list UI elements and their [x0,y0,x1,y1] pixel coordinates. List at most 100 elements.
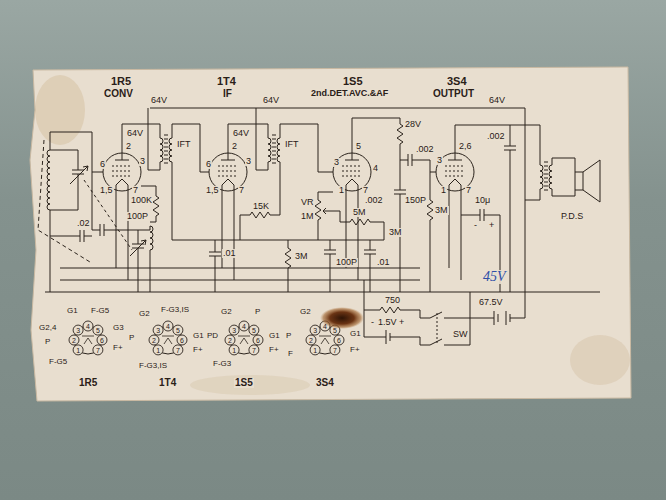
component-label: 4 [372,164,379,173]
pin-number: 3 [313,327,317,334]
component-label: 64V [150,96,168,105]
tube-label: IF [222,89,233,99]
component-label: VR [300,198,315,207]
pin-number: 3 [76,327,80,334]
component-label: 3 [436,156,443,165]
capacitor [394,160,406,292]
pin-number: 1 [76,346,80,353]
component-label: G2 [299,308,312,316]
component-label: 5M [352,208,367,217]
component-label: 64V [262,96,280,105]
component-label: 64V [488,96,506,105]
pin-number: 1 [313,346,317,353]
tube-label: CONV [103,89,134,99]
pin-number: 4 [86,323,90,330]
component-label: .01 [222,249,237,258]
component-label: P.D.S [560,212,584,221]
component-label: F+ [349,346,361,354]
component-label: 100P [335,258,358,267]
pin-number: 7 [176,346,180,353]
ift-secondary [169,138,384,240]
component-label: 100P [126,212,149,221]
volume-control [315,192,333,240]
burn-mark [320,307,364,329]
component-label: G2 [138,310,151,318]
component-label: 750 [384,296,401,305]
component-label: 3 [245,157,252,166]
component-label: P [44,338,51,346]
component-label: F-G3,IS [160,306,190,314]
component-label: P [254,308,261,316]
resistor-symbol [427,172,433,292]
component-label: P [285,332,292,340]
component-label: .02 [76,219,91,228]
component-label: 1M [300,212,315,221]
capacitor [504,125,516,292]
paper-sheet [30,67,631,401]
component-label: 2,6 [458,142,473,151]
component-label: 3M [434,206,449,215]
pin-number: 2 [152,337,156,344]
component-label: P [128,334,135,342]
component-label: 1.5V [377,318,398,327]
component-label: PD [206,332,219,340]
schematic-drawing [149,321,187,355]
component-label: 7 [132,186,139,195]
component-label: 3 [139,157,146,166]
speaker-symbol [575,160,600,202]
ift-primary [256,108,271,170]
pin-number: 6 [337,337,341,344]
pin-number: 5 [96,327,100,334]
output-transformer [549,158,575,196]
resistor-symbol [285,240,291,292]
schematic-drawing [225,321,263,355]
plate-wire [228,124,268,153]
tube-label: 2nd.DET.AVC.&AF [310,89,389,98]
pin-number: 2 [309,337,313,344]
component-label: 7 [362,186,369,195]
pin-number: 7 [333,346,337,353]
component-label: - [473,221,478,230]
component-label: - [370,318,375,327]
component-label: 7 [238,186,245,195]
component-label: 6 [99,160,106,169]
component-label: 2 [125,142,132,151]
pin-number: 3 [232,327,236,334]
plate-wire [455,125,540,165]
capacitor [50,172,150,242]
component-label: + [398,318,405,327]
component-label: 100K [130,196,153,205]
component-label: 1 [440,186,447,195]
core-line [165,134,547,193]
tube-label: 1T4 [216,76,237,87]
component-label: F-G3 [212,360,232,368]
component-label: + [488,221,495,230]
pin-number: 7 [252,346,256,353]
component-label: .002 [364,196,384,205]
component-label: 64V [126,129,144,138]
component-label: 150P [404,196,427,205]
pin-number: 5 [252,327,256,334]
grid-wire [172,124,209,172]
tube-label: 1T4 [158,378,177,388]
pin-number: 6 [256,337,260,344]
pin-number: 6 [100,337,104,344]
component-label: SW [452,330,469,339]
tube-label: 1R5 [110,76,132,87]
component-label: G1 [192,332,205,340]
handwritten-note: 45V [482,270,507,284]
dashed-outline [38,140,90,262]
tube-label: 1S5 [342,76,364,87]
component-label: G1 [268,332,281,340]
component-label: F-G3,IS [138,362,168,370]
pin-number: 1 [232,346,236,353]
component-label: 3 [333,158,340,167]
resistor-symbol [240,212,270,240]
pin-number: 7 [96,346,100,353]
component-label: 6 [205,160,212,169]
oscillator-capacitor [130,230,146,292]
stain [570,335,630,385]
component-label: .002 [486,132,506,141]
ift-primary [148,108,163,170]
